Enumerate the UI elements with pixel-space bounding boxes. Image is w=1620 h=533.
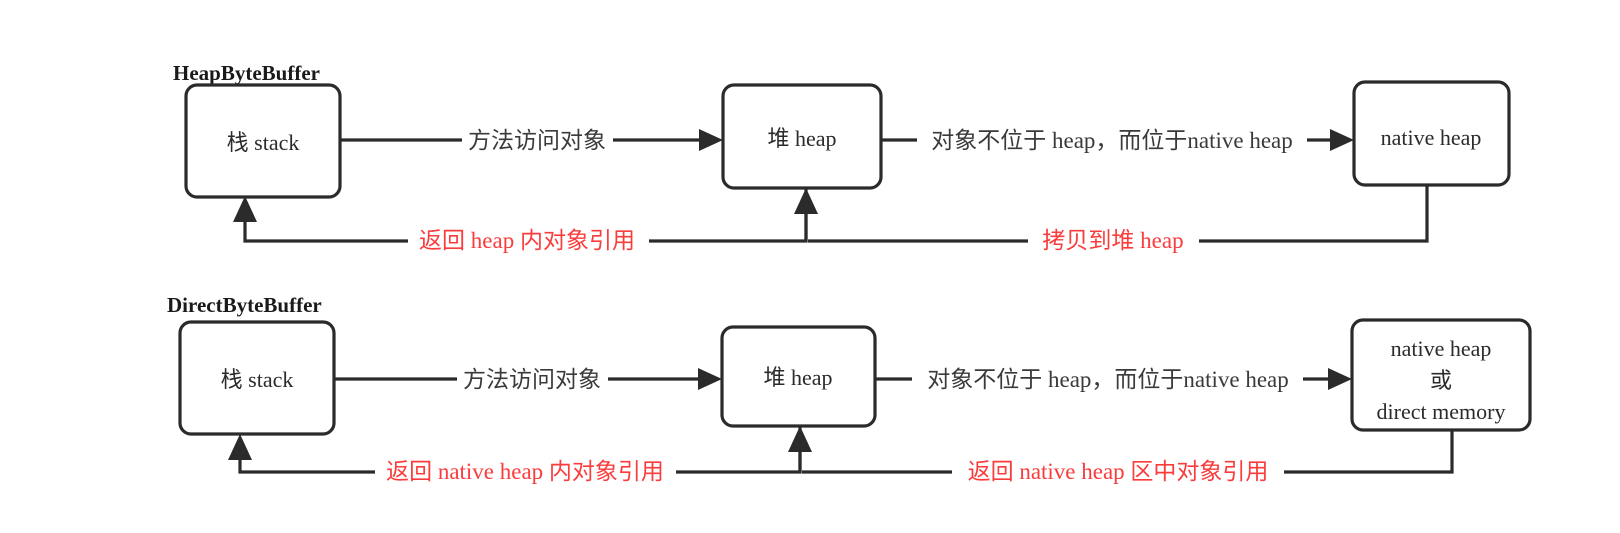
node-box-native-heap-row1 xyxy=(1352,80,1511,187)
arrow-head-to-heap-row1 xyxy=(699,129,723,151)
edge-native-to-heap-right-row1 xyxy=(1199,185,1429,243)
group-title-heapbytebuffer: HeapByteBuffer xyxy=(173,61,320,85)
node-label-native-heap-row1: native heap xyxy=(1381,125,1482,150)
node-label-heap-row2: 堆 heap xyxy=(763,365,832,390)
edge-label-heap-to-native-row2: 对象不位于 heap，而位于native heap xyxy=(927,367,1289,392)
node-label-heap-row1: 堆 heap xyxy=(767,126,836,151)
node-label-native-memory-line3-row2: direct memory xyxy=(1377,399,1506,424)
arrow-head-to-heap-row1 xyxy=(794,188,818,214)
arrow-head-to-native-memory-row2 xyxy=(1328,368,1352,390)
edge-heap-to-stack-left-row1 xyxy=(243,213,408,243)
arrow-head-to-heap-row2 xyxy=(788,426,812,452)
arrow-head-to-heap-row2 xyxy=(698,368,722,390)
node-label-native-memory-line1-row2: native heap xyxy=(1391,336,1492,361)
arrow-head-to-stack-row1 xyxy=(233,196,257,222)
edge-label-stack-to-heap-row2: 方法访问对象 xyxy=(463,367,601,392)
edge-heap-to-stack-left-row2 xyxy=(238,452,375,474)
edge-label-native-to-heap-row1: 拷贝到堆 heap xyxy=(1042,228,1183,253)
edge-label-stack-to-heap-row1: 方法访问对象 xyxy=(468,128,606,153)
arrow-head-to-stack-row2 xyxy=(228,434,252,460)
node-label-native-memory-line2-row2: 或 xyxy=(1430,368,1452,393)
node-box-native-memory-row2 xyxy=(1350,318,1532,432)
node-label-stack-row1: 栈 stack xyxy=(227,130,300,155)
edge-heap-to-stack-right-row1 xyxy=(649,188,808,243)
edge-heap-to-stack-right-row2 xyxy=(676,426,802,474)
edge-label-native-to-heap-row2: 返回 native heap 区中对象引用 xyxy=(968,459,1269,484)
edge-native-to-heap-right-row2 xyxy=(1284,430,1454,474)
arrow-head-to-native-heap-row1 xyxy=(1330,129,1354,151)
edge-label-heap-to-stack-row1: 返回 heap 内对象引用 xyxy=(419,228,635,253)
edge-label-heap-to-stack-row2: 返回 native heap 内对象引用 xyxy=(386,459,664,484)
group-title-directbytebuffer: DirectByteBuffer xyxy=(167,293,322,317)
node-box-heap-row1 xyxy=(721,83,883,190)
node-label-stack-row2: 栈 stack xyxy=(221,367,294,392)
edge-label-heap-to-native-row1: 对象不位于 heap，而位于native heap xyxy=(931,128,1293,153)
